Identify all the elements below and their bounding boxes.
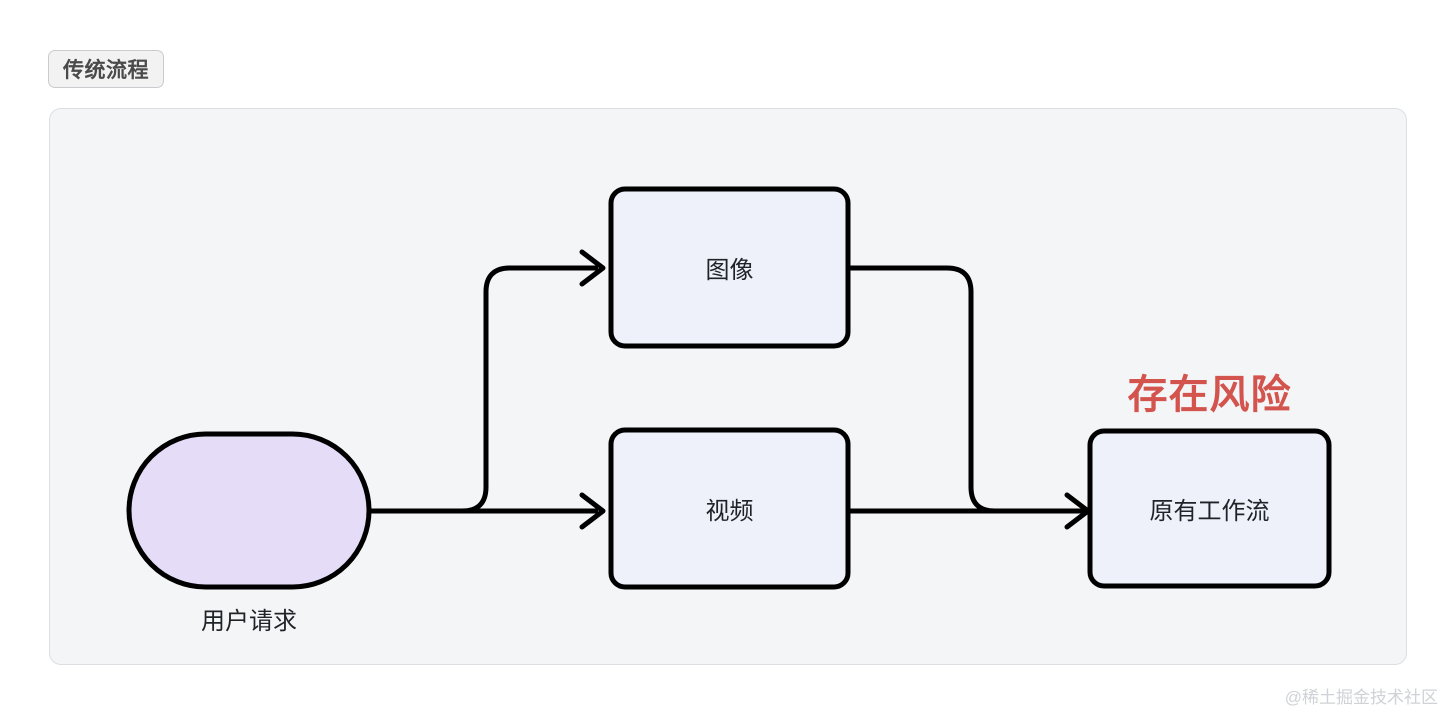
section-title-text: 传统流程 bbox=[63, 59, 149, 82]
watermark: @稀土掘金技术社区 bbox=[1284, 688, 1438, 707]
arrowhead-into-video bbox=[579, 492, 606, 530]
arrowhead-into-image bbox=[579, 249, 606, 287]
node-image[interactable] bbox=[608, 186, 851, 349]
node-workflow[interactable] bbox=[1087, 428, 1332, 589]
node-video[interactable] bbox=[608, 427, 851, 590]
node-user-request[interactable] bbox=[126, 431, 372, 590]
edge-user-request-to-image bbox=[370, 265, 598, 514]
risk-annotation-label: 存在风险 bbox=[1127, 373, 1292, 417]
flowchart-canvas bbox=[126, 186, 1332, 590]
edge-image-to-workflow bbox=[848, 265, 1070, 514]
node-layer bbox=[126, 186, 1332, 590]
section-title-badge: 传统流程 bbox=[48, 50, 164, 88]
flowchart-panel: 用户请求 图像 视频 原有工作流 存在风险 bbox=[49, 108, 1407, 665]
edge-layer bbox=[370, 265, 1086, 514]
